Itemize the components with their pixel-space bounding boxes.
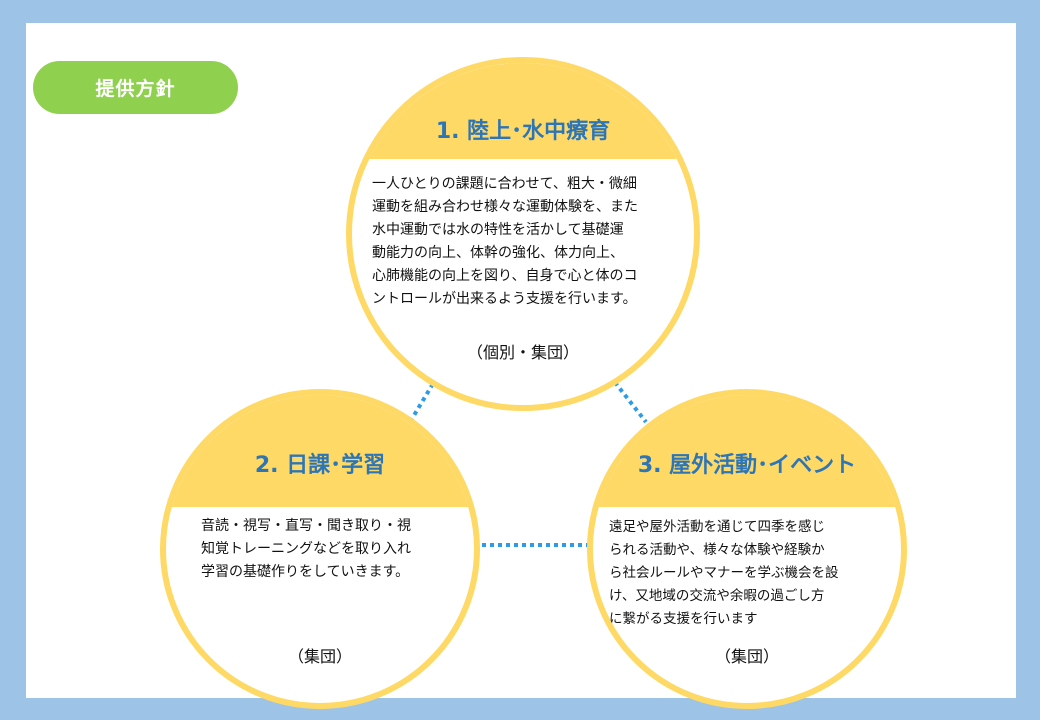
description-line: 水中運動では水の特性を活かして基礎運	[372, 222, 624, 238]
description-line: 一人ひとりの課題に合わせて、粗大・微細	[372, 176, 637, 192]
description-line: 音読・視写・直写・聞き取り・視	[201, 518, 411, 534]
circle-title: 2. 日課･学習	[166, 395, 474, 507]
circle-daily-study: 2. 日課･学習 音読・視写・直写・聞き取り・視 知覚トレーニングなどを取り入れ…	[160, 389, 480, 709]
description-line: ら社会ルールやマナーを学ぶ機会を設	[609, 565, 839, 581]
circle-description: 遠足や屋外活動を通じて四季を感じ られる活動や、様々な体験や経験か ら社会ルール…	[609, 516, 839, 631]
circle-description: 音読・視写・直写・聞き取り・視 知覚トレーニングなどを取り入れ 学習の基礎作りを…	[201, 515, 411, 584]
description-line: 運動を組み合わせ様々な運動体験を、また	[372, 199, 638, 215]
circle-land-water-therapy: 1. 陸上･水中療育 一人ひとりの課題に合わせて、粗大・微細 運動を組み合わせ様…	[346, 57, 700, 411]
description-line: に繋がる支援を行います	[609, 611, 758, 627]
description-line: ントロールが出来るよう支援を行います。	[372, 291, 637, 307]
description-line: 遠足や屋外活動を通じて四季を感じ	[609, 519, 825, 535]
circle-title: 1. 陸上･水中療育	[352, 63, 694, 159]
description-line: け、又地域の交流や余暇の過ごし方	[609, 588, 825, 604]
description-line: 動能力の向上、体幹の強化、体力向上、	[372, 245, 624, 261]
description-line: 心肺機能の向上を図り、自身で心と体のコ	[372, 268, 638, 284]
circle-outdoor-events: 3. 屋外活動･イベント 遠足や屋外活動を通じて四季を感じ られる活動や、様々な…	[587, 389, 907, 709]
description-line: 知覚トレーニングなどを取り入れ	[201, 541, 411, 557]
circle-footer: （集団）	[287, 647, 352, 666]
circle-title: 3. 屋外活動･イベント	[593, 395, 901, 507]
description-line: 学習の基礎作りをしていきます。	[201, 564, 410, 580]
circle-footer: （集団）	[714, 647, 779, 666]
circle-description: 一人ひとりの課題に合わせて、粗大・微細 運動を組み合わせ様々な運動体験を、また …	[372, 173, 638, 311]
policy-badge: 提供方針	[33, 61, 238, 114]
description-line: られる活動や、様々な体験や経験か	[609, 542, 825, 558]
circle-footer: （個別・集団）	[466, 343, 579, 362]
